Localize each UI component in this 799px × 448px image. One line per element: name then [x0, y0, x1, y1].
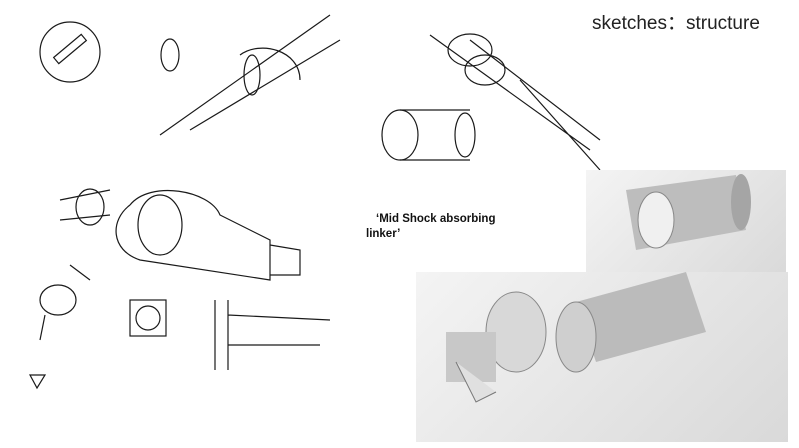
- render-top: [586, 170, 786, 280]
- sketch-circle-slot: [39, 21, 101, 83]
- sketch-arm: [159, 14, 341, 136]
- sketch-oval: [160, 38, 180, 72]
- slide-title: sketches：structure: [592, 13, 760, 34]
- sketch-cylinder-top: [381, 33, 601, 171]
- caption: ‘Mid Shock absorbing linker’: [366, 212, 536, 242]
- render-bottom-shape: [446, 272, 706, 403]
- caption-line-2: linker’: [366, 228, 401, 240]
- render-top-shape: [626, 174, 751, 250]
- render-bottom: [416, 272, 788, 442]
- caption-line-1: ‘Mid Shock absorbing: [376, 213, 496, 225]
- sketch-main-assembly: [28, 188, 331, 390]
